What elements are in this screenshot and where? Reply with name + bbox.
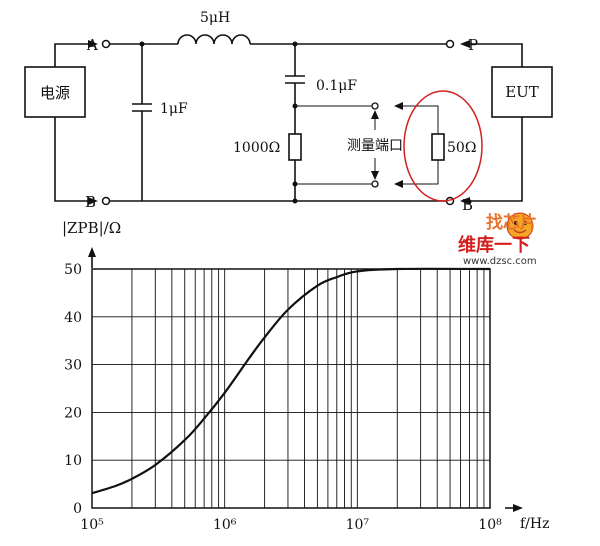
chart-horizontal-gridlines — [92, 316, 490, 461]
load-wire-top — [397, 105, 439, 134]
chart-y-tick-label: 50 — [64, 262, 82, 278]
resistor-50-label: 50Ω — [447, 140, 476, 156]
eut-label: EUT — [505, 83, 539, 101]
watermark-logo-text: 找芯片 — [486, 212, 537, 233]
power-source-label: 电源 — [40, 84, 70, 102]
eut-top-arrow — [460, 40, 470, 48]
eut-bottom-arrow — [460, 197, 470, 205]
cap-1uf-label: 1μF — [160, 101, 188, 117]
chart-y-tick-label: 30 — [64, 358, 82, 374]
inductor-coil — [177, 34, 251, 45]
source-top-arrow — [88, 40, 98, 48]
highlight-ellipse — [403, 90, 483, 202]
terminal-p-label: P — [468, 36, 478, 54]
chart-y-axis-arrowhead — [88, 247, 96, 257]
source-bottom-arrow — [88, 197, 98, 205]
terminal-a-node — [101, 39, 111, 49]
resistor-1000-label: 1000Ω — [233, 140, 280, 156]
terminal-b-right-label: B — [462, 196, 473, 214]
chart-vertical-gridlines — [131, 269, 485, 508]
resistor-1000 — [288, 133, 302, 161]
resistor-50 — [431, 133, 445, 161]
source-top-lead — [54, 43, 94, 67]
port-label: 测量端口 — [347, 138, 403, 154]
inductor-label: 5μH — [200, 10, 230, 26]
load-arrow-bottom — [394, 180, 403, 188]
chart-series-line — [91, 267, 491, 495]
chart-y-axis-label: |ZPB|/Ω — [62, 219, 121, 237]
watermark-logo-icon — [506, 212, 534, 240]
load-wire-bottom — [397, 160, 439, 185]
chart-x-tick-labels: 10⁵ 10⁶ 10⁷ 10⁸ — [80, 517, 502, 533]
source-bottom-lead — [54, 117, 94, 202]
chart-x-tick-label: 10⁶ — [213, 517, 237, 533]
circuit-diagram: A B P B 电源 EUT 1μF 5μH 0.1μF — [24, 10, 553, 214]
impedance-chart: 0 10 20 30 40 50 10⁵ 10⁶ 10⁷ 10⁸ |ZPB|/Ω f/Hz — [62, 219, 549, 533]
eut-top-lead — [468, 43, 523, 67]
watermark-site: www.dzsc.com — [463, 256, 537, 267]
chart-plot-frame — [91, 268, 491, 509]
chart-y-tick-label: 10 — [64, 453, 82, 469]
chart-x-axis-arrowhead — [513, 504, 523, 512]
chart-x-axis-label: f/Hz — [520, 516, 549, 532]
chart-y-tick-label: 40 — [64, 310, 82, 326]
chart-y-tick-label: 0 — [73, 501, 82, 517]
eut-bottom-lead — [468, 117, 523, 202]
chart-y-tick-labels: 0 10 20 30 40 50 — [64, 262, 82, 517]
port-arrow-up — [371, 110, 379, 119]
terminal-p-node — [445, 39, 455, 49]
terminal-b-left-node — [101, 196, 111, 206]
watermark: 找芯片 维库一下 www.dzsc.com — [458, 212, 537, 267]
watermark-brand: 维库一下 — [458, 234, 530, 256]
port-terminal-top — [371, 102, 379, 110]
chart-x-tick-label: 10⁵ — [80, 517, 104, 533]
port-terminal-bottom — [371, 180, 379, 188]
port-arrow-down — [371, 171, 379, 180]
chart-y-tick-label: 20 — [64, 405, 82, 421]
junction-bottom — [292, 198, 298, 204]
cap-01uf-label: 0.1μF — [316, 78, 357, 94]
chart-x-tick-label: 10⁸ — [478, 517, 502, 533]
chart-x-tick-label: 10⁷ — [346, 517, 370, 533]
load-arrow-top — [394, 102, 403, 110]
